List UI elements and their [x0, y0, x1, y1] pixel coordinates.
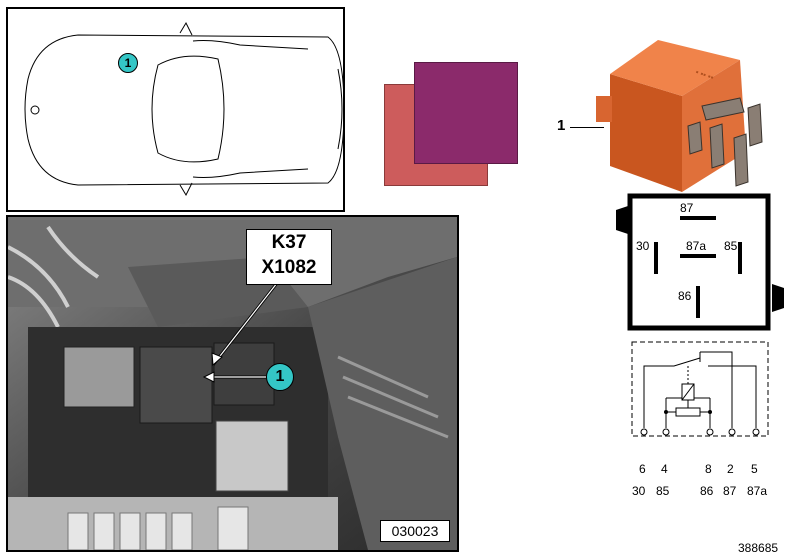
relay-illustration: ▪ ▪▪ ▪▪ [596, 40, 763, 192]
terminal-label: 30 [632, 484, 646, 498]
relay-circuit-schematic [631, 341, 769, 437]
location-callout-marker: 1 [118, 53, 138, 73]
connector-code: X1082 [261, 257, 317, 278]
photo-callout-marker: 1 [266, 363, 294, 391]
connector-pin: 4 [661, 462, 668, 476]
connector-pin: 8 [705, 462, 712, 476]
connector-pin-row: 6 4 8 2 5 [630, 462, 780, 478]
component-label-box: K37 X1082 [246, 229, 332, 285]
relay-pinout: 87 30 87a 85 86 [616, 193, 784, 331]
pin-label-85: 85 [724, 239, 738, 253]
installation-photo: K37 X1082 1 030023 [6, 215, 459, 552]
car-outline [24, 21, 345, 197]
pin-label-87a: 87a [686, 239, 706, 253]
terminal-label: 87 [723, 484, 737, 498]
photo-scene [8, 217, 457, 550]
connector-pin: 5 [751, 462, 758, 476]
figure-number: 388685 [738, 541, 779, 555]
relay-callout-leader [570, 127, 604, 128]
component-code: K37 [271, 232, 307, 253]
color-swatch-front [414, 62, 518, 164]
pin-label-87: 87 [680, 201, 694, 215]
pin-label-30: 30 [636, 239, 650, 253]
terminal-label: 87a [747, 484, 768, 498]
connector-pin: 2 [727, 462, 734, 476]
terminal-label: 85 [656, 484, 670, 498]
terminal-row: 30 85 86 87 87a [630, 484, 790, 500]
location-callout-number: 1 [124, 56, 132, 70]
terminal-label: 86 [700, 484, 714, 498]
connector-pin: 6 [639, 462, 646, 476]
photo-callout-number: 1 [275, 368, 285, 385]
pin-label-86: 86 [678, 289, 692, 303]
relay-callout-number: 1 [557, 117, 566, 134]
photo-image-number: 030023 [380, 520, 450, 542]
car-location-panel: 1 [6, 7, 345, 212]
